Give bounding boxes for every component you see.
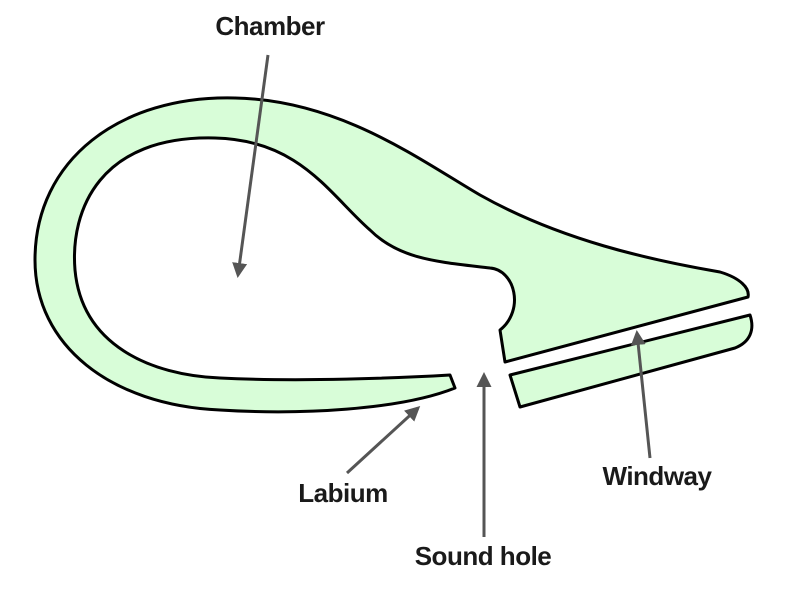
labium-label: Labium <box>298 478 387 508</box>
sound-hole-label: Sound hole <box>415 541 552 571</box>
windway-arrow <box>630 330 652 459</box>
chamber-wall <box>33 96 750 414</box>
windway-lower-wall <box>508 313 754 409</box>
chamber-arrow <box>232 54 270 278</box>
windway-label: Windway <box>603 461 713 491</box>
chamber-label: Chamber <box>215 11 325 41</box>
labium-arrow <box>345 405 421 475</box>
